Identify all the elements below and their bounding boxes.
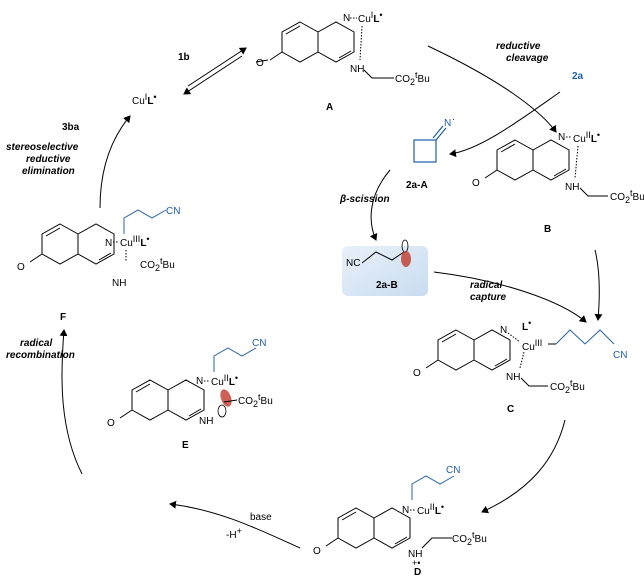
step-stereo-1: stereoselective (6, 142, 79, 153)
cycle-arrows (59, 45, 603, 549)
svg-text:NH: NH (408, 549, 422, 560)
svg-text:L•: L• (522, 318, 531, 333)
svg-text:CuIII: CuIII (522, 338, 542, 353)
svg-text:CuIIL•: CuIIL• (211, 373, 238, 388)
svg-text:NH: NH (350, 64, 364, 75)
svg-text:N: N (402, 505, 409, 516)
svg-text:NH: NH (112, 278, 126, 289)
cuI-L-star: CuIL• (132, 92, 157, 107)
svg-text:CO2tBu: CO2tBu (610, 188, 644, 205)
svg-text:N: N (558, 132, 565, 143)
svg-text:O: O (256, 58, 264, 69)
svg-text:CuIIL•: CuIIL• (573, 130, 600, 145)
svg-text:O: O (17, 262, 25, 273)
step-radical-recomb-1: radical (20, 338, 52, 349)
svg-text:O: O (413, 368, 421, 379)
svg-text:β-scission: β-scission (339, 194, 390, 205)
complex-B: O N CuIIL• NH CO2tBu B (472, 130, 644, 235)
svg-text:+•: +• (412, 558, 420, 568)
svg-text:CN: CN (252, 338, 266, 349)
svg-text:N: N (105, 238, 112, 249)
step-stereo-3: elimination (22, 166, 75, 177)
svg-text:O: O (472, 178, 480, 189)
svg-text:·: · (452, 114, 455, 124)
step-radical-capture-1: radical (470, 280, 502, 291)
step-minus-H: -H+ (226, 526, 242, 541)
svg-text:O: O (313, 546, 321, 557)
complex-E: O N CuIIL• CN CO2tBu NH E (107, 338, 273, 451)
label-A: A (326, 102, 333, 113)
svg-text:NH: NH (199, 416, 213, 427)
intermediate-2a-A: N · 2a-A (406, 114, 455, 191)
svg-text:CuIL•: CuIL• (358, 10, 383, 25)
svg-text:NH: NH (506, 372, 520, 383)
svg-text:N: N (343, 13, 350, 24)
svg-text:CO2tBu: CO2tBu (395, 70, 430, 87)
label-3ba: 3ba (62, 122, 80, 133)
complex-C: O N L• CuIII CN NH CO2tBu C (413, 318, 627, 415)
label-F: F (60, 312, 66, 323)
step-reductive-cleavage-1: reductive (496, 41, 541, 52)
label-2a: 2a (572, 71, 584, 82)
label-2a-B: 2a-B (376, 280, 398, 291)
svg-text:N: N (500, 325, 507, 336)
svg-text:CuIIIL•: CuIIIL• (120, 234, 150, 249)
step-radical-recomb-2: recombination (6, 350, 75, 361)
step-radical-capture-2: capture (470, 292, 507, 303)
step-beta: β (339, 194, 346, 205)
svg-text:N: N (444, 118, 451, 129)
svg-text:CO2tBu: CO2tBu (238, 392, 273, 409)
svg-text:NH: NH (565, 182, 579, 193)
svg-text:O: O (107, 418, 115, 429)
svg-text:CO2tBu: CO2tBu (140, 256, 175, 273)
step-scission: -scission (346, 194, 389, 205)
complex-F: O N CuIIIL• CN CO2tBu NH F (17, 206, 180, 323)
intermediate-2a-B: NC 2a-B (342, 239, 428, 296)
svg-text:NC: NC (346, 258, 360, 269)
svg-text:CO2tBu: CO2tBu (550, 378, 585, 395)
svg-text:CO2tBu: CO2tBu (452, 530, 487, 547)
svg-text:CN: CN (166, 206, 180, 217)
step-stereo-2: reductive (26, 154, 71, 165)
label-D: D (414, 567, 421, 578)
label-C: C (507, 404, 514, 415)
label-2a-A: 2a-A (406, 180, 428, 191)
label-B: B (544, 224, 551, 235)
step-reductive-cleavage-2: cleavage (506, 53, 549, 64)
svg-text:CN: CN (613, 350, 627, 361)
label-E: E (182, 440, 189, 451)
label-1b: 1b (178, 52, 190, 63)
complex-D: O N CuIIL• CN NH +• CO2tBu D (313, 465, 487, 578)
svg-text:CuIIL•: CuIIL• (417, 502, 444, 517)
complex-A: O N CuIL• NH CO2tBu A (255, 10, 430, 113)
step-base: base (250, 512, 272, 523)
svg-text:CN: CN (446, 465, 460, 476)
svg-text:N: N (196, 376, 203, 387)
